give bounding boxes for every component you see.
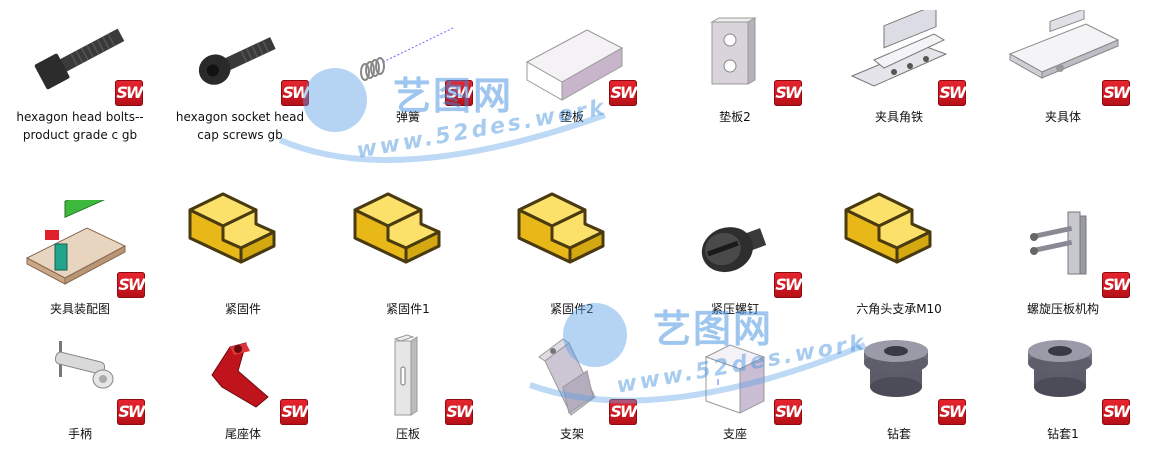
bracket-icon <box>497 327 647 427</box>
file-name: 夹具体 <box>1044 110 1081 124</box>
file-name: 手柄 <box>67 427 92 441</box>
file-name: 紧固件 <box>224 302 261 316</box>
tailstock-icon <box>168 327 318 427</box>
file-name: 紧固件2 <box>550 302 594 316</box>
file-name: 夹具角铁 <box>874 110 923 124</box>
file-name: 支架 <box>559 427 584 441</box>
hex-bolt-icon <box>5 10 155 110</box>
drill-bushing-icon <box>988 327 1138 427</box>
file-name: 弹簧 <box>395 110 420 124</box>
file-name: 支座 <box>722 427 747 441</box>
file-name: 钻套1 <box>1047 427 1079 441</box>
generic-part-icon <box>168 172 318 272</box>
solidworks-badge-icon: SW <box>117 399 146 425</box>
solidworks-badge-icon: SW <box>609 399 638 425</box>
socket-screw-icon <box>165 10 315 110</box>
file-name: 紧压螺钉 <box>710 302 759 316</box>
solidworks-badge-icon: SW <box>1102 80 1131 106</box>
file-name: 垫板2 <box>719 110 751 124</box>
generic-part-icon <box>333 172 483 272</box>
generic-part-icon <box>824 172 974 272</box>
file-name: hexagon socket head cap screws gb <box>175 110 305 142</box>
file-name: 夹具装配图 <box>49 302 110 316</box>
solidworks-badge-icon: SW <box>1102 399 1131 425</box>
solidworks-badge-icon: SW <box>774 272 803 298</box>
plate-icon <box>497 10 647 110</box>
spring-icon <box>333 10 483 110</box>
solidworks-badge-icon: SW <box>938 399 967 425</box>
fixture-body-icon <box>988 10 1138 110</box>
file-name: 垫板 <box>559 110 584 124</box>
solidworks-badge-icon: SW <box>1102 272 1131 298</box>
support-block-icon <box>660 327 810 427</box>
file-name: 螺旋压板机构 <box>1026 302 1099 316</box>
solidworks-badge-icon: SW <box>938 80 967 106</box>
solidworks-badge-icon: SW <box>774 80 803 106</box>
file-name: 尾座体 <box>224 427 261 441</box>
solidworks-badge-icon: SW <box>281 80 310 106</box>
solidworks-badge-icon: SW <box>117 272 146 298</box>
clamp-mechanism-icon <box>988 200 1138 300</box>
solidworks-badge-icon: SW <box>280 399 309 425</box>
plate-holes-icon <box>660 10 810 110</box>
handle-icon <box>5 327 155 427</box>
solidworks-badge-icon: SW <box>609 80 638 106</box>
solidworks-badge-icon: SW <box>445 399 474 425</box>
generic-part-icon <box>497 172 647 272</box>
fixture-assembly-icon <box>5 200 155 300</box>
slotted-screw-icon <box>660 200 810 300</box>
drill-bushing-icon <box>824 327 974 427</box>
file-name: 压板 <box>395 427 420 441</box>
solidworks-badge-icon: SW <box>115 80 144 106</box>
file-name: 钻套 <box>886 427 911 441</box>
file-name: hexagon head bolts--product grade c gb <box>16 110 144 142</box>
solidworks-badge-icon: SW <box>774 399 803 425</box>
press-plate-icon <box>333 327 483 427</box>
file-name: 紧固件1 <box>386 302 430 316</box>
solidworks-badge-icon: SW <box>445 80 474 106</box>
fixture-angle-icon <box>824 10 974 110</box>
file-name: 六角头支承M10 <box>856 302 942 316</box>
